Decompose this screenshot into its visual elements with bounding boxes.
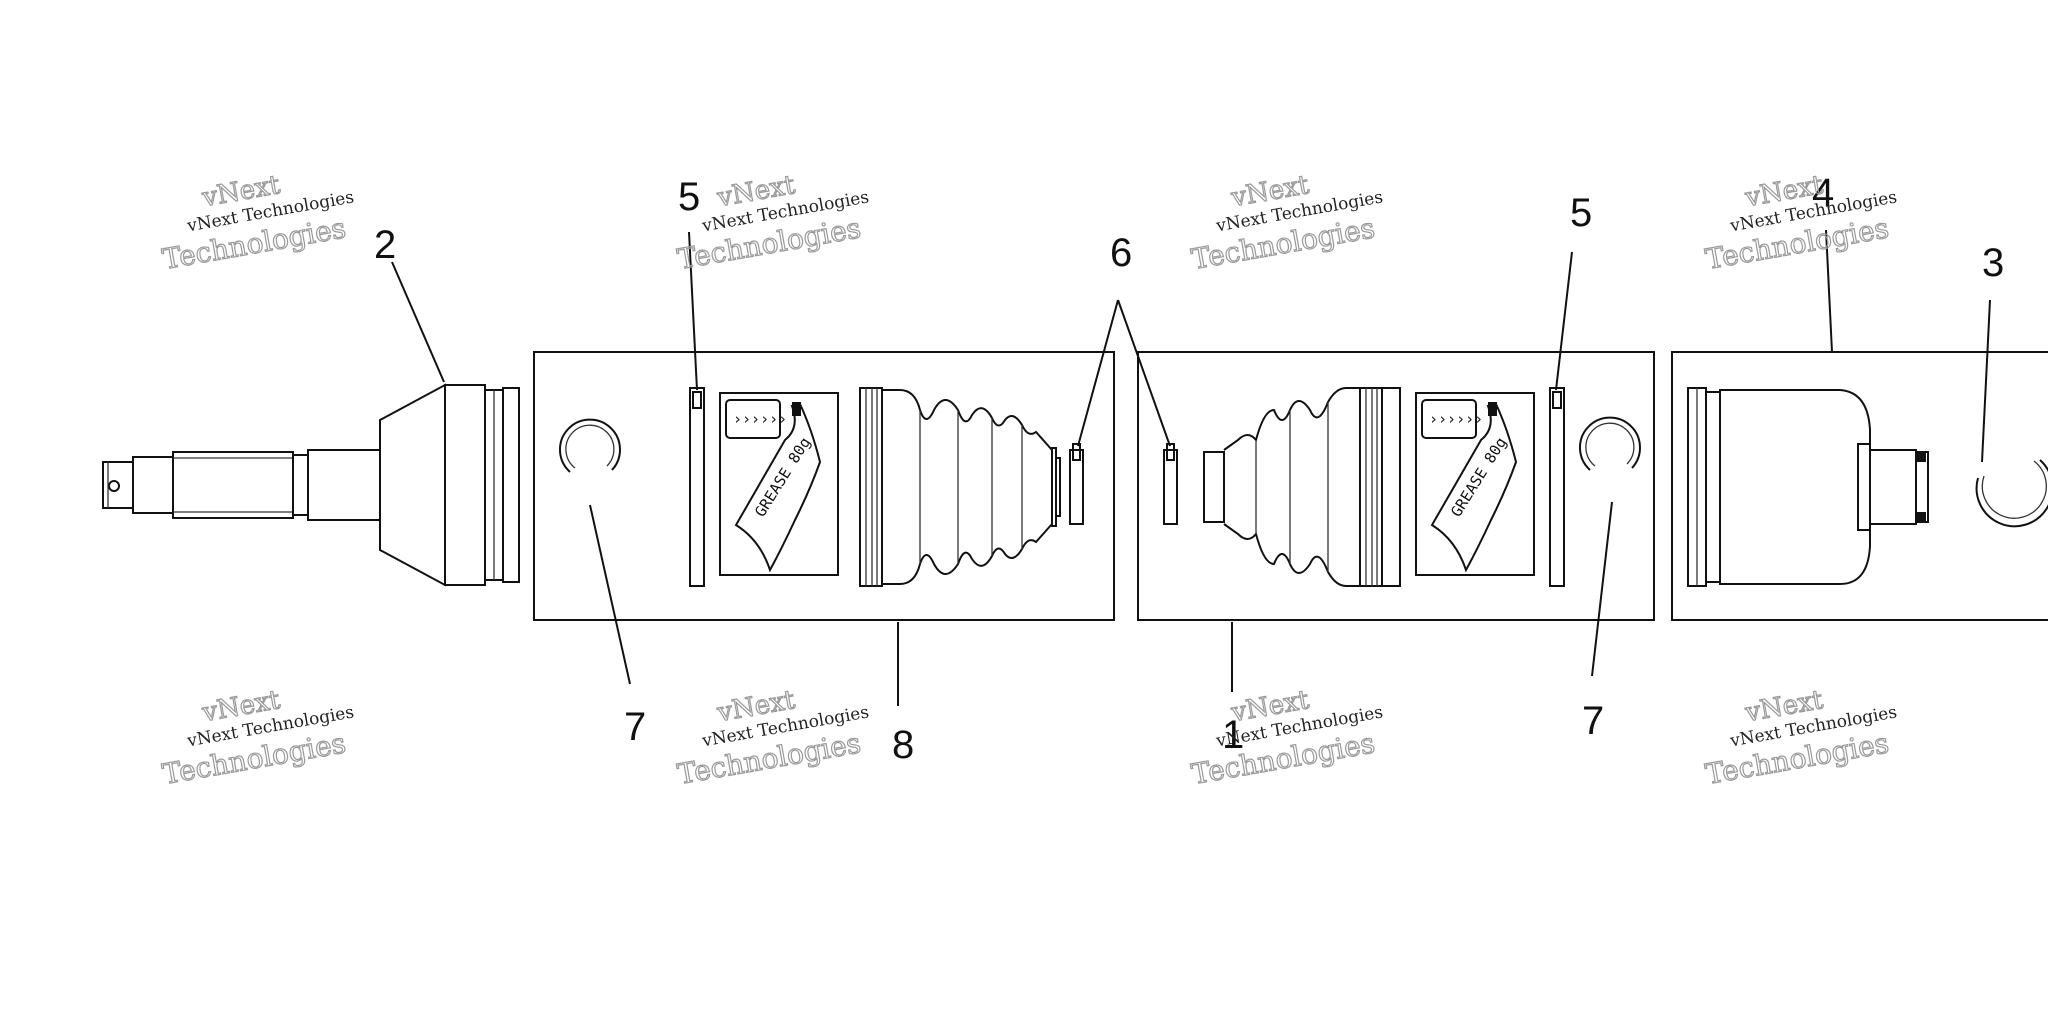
watermark-8: vNext vNext Technologies Technologies	[1702, 684, 1898, 791]
callout-7-left: 7	[624, 705, 646, 749]
callout-5-right: 5	[1570, 191, 1592, 235]
callout-4: 4	[1812, 171, 1834, 215]
cv-boot-inner	[1203, 387, 1401, 587]
grease-arrows-right: ››››››	[1429, 410, 1483, 428]
grease-packet-right: ›››››› GREASE 80g	[1415, 392, 1535, 576]
cv-boot-outer	[859, 387, 1061, 587]
leader-lines	[391, 229, 1991, 706]
watermark-5: vNext vNext Technologies Technologies	[159, 684, 355, 791]
watermark-3: vNext vNext Technologies Technologies	[1188, 169, 1384, 276]
band-clamp-right	[1549, 387, 1565, 587]
kit-box-1	[1137, 351, 1655, 621]
small-clamp-right	[1163, 443, 1178, 525]
callout-7-right: 7	[1582, 699, 1604, 743]
watermark-6: vNext vNext Technologies Technologies	[674, 684, 870, 791]
grease-label-left: GREASE 80g	[751, 434, 814, 520]
callout-1: 1	[1222, 713, 1244, 757]
inner-cv-joint	[1687, 387, 1929, 587]
band-clamp-left	[689, 387, 705, 587]
small-clamp-left	[1069, 443, 1084, 525]
circlip-left	[559, 418, 621, 473]
circlip-3	[1975, 459, 2048, 528]
callout-6: 6	[1110, 231, 1132, 275]
callout-5-left: 5	[678, 175, 700, 219]
grease-packet-left: ›››››› GREASE 80g	[719, 392, 839, 576]
callout-3: 3	[1982, 241, 2004, 285]
grease-label-right: GREASE 80g	[1447, 434, 1510, 520]
circlip-right	[1579, 416, 1641, 471]
outer-cv-joint-shaft	[102, 383, 520, 587]
kit-box-4	[1671, 351, 2048, 621]
watermark-4: vNext vNext Technologies Technologies	[1702, 169, 1898, 276]
kit-box-8	[533, 351, 1115, 621]
grease-arrows-left: ››››››	[733, 410, 787, 428]
watermark-7: vNext vNext Technologies Technologies	[1188, 684, 1384, 791]
callout-2: 2	[374, 223, 396, 267]
watermark-1: vNext vNext Technologies Technologies	[159, 169, 355, 276]
callout-8: 8	[892, 723, 914, 767]
